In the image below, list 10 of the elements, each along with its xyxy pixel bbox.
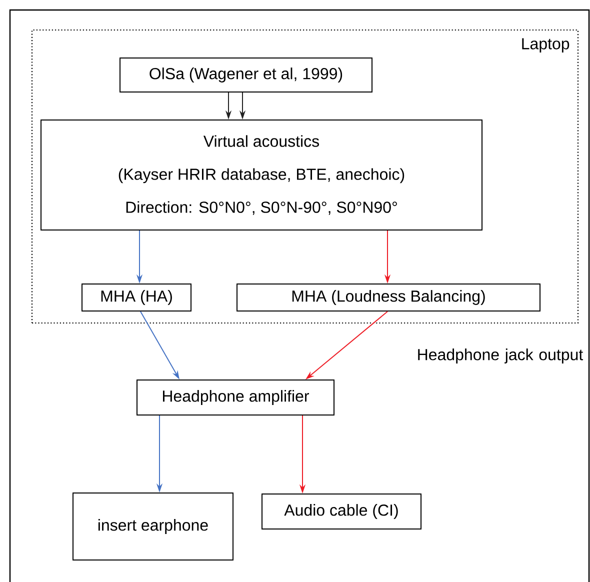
process-box: MHA (Loudness Balancing) bbox=[236, 284, 540, 312]
note-label: Headphone jack output bbox=[418, 348, 584, 364]
process-box: Headphone amplifier bbox=[136, 380, 334, 416]
process-box: insert earphone bbox=[72, 492, 234, 560]
process-box: Virtual acoustics (Kayser HRIR database, BTE, anechoic) Direction: S0°N0°, S0°N-90°, S0°N90° bbox=[40, 120, 482, 230]
process-box: Audio cable (CI) bbox=[262, 494, 422, 530]
laptop-region bbox=[31, 29, 579, 324]
process-box: MHA (HA) bbox=[82, 284, 192, 312]
process-box: OlSa (Wagener et al, 1999) bbox=[120, 58, 372, 92]
region-label: Laptop bbox=[522, 38, 570, 53]
